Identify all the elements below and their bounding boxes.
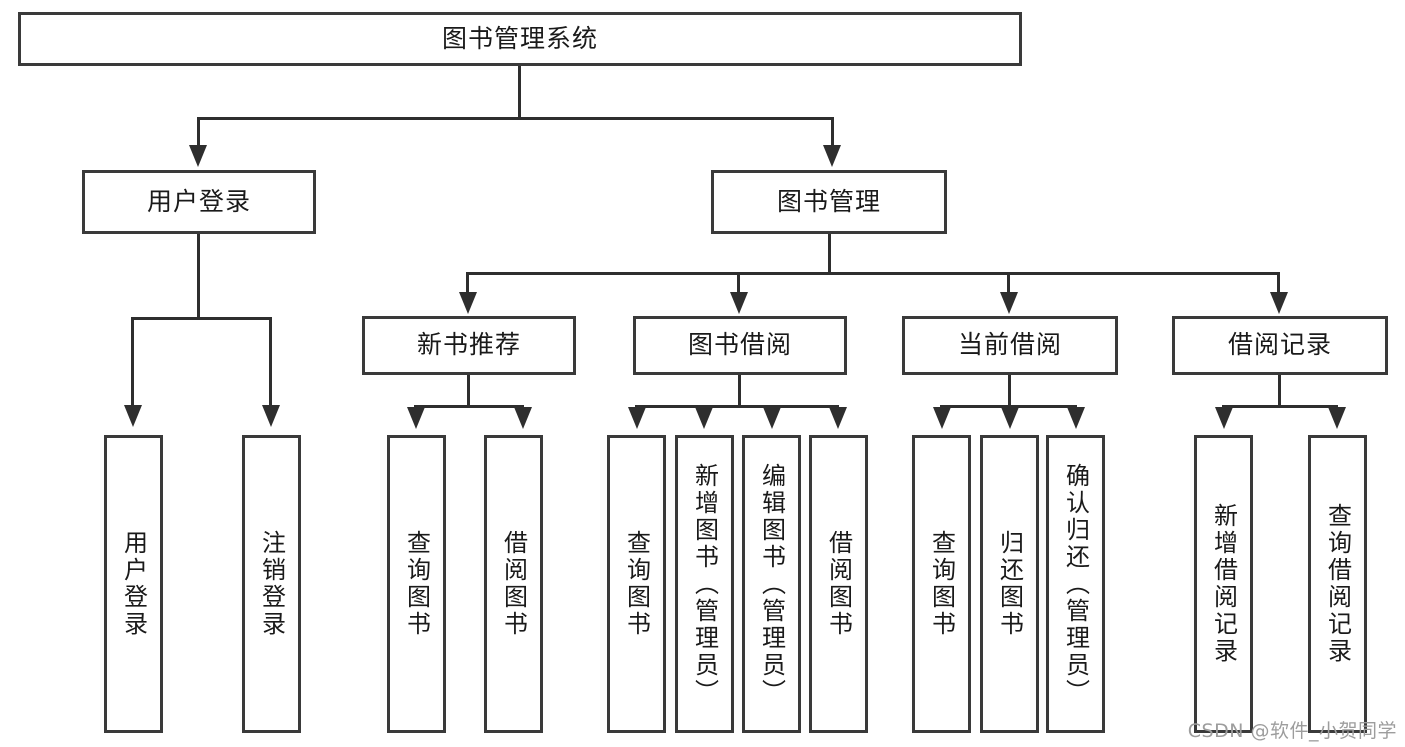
edge-user-login-stem [197, 234, 200, 318]
arrow-book-mgmt-to-new-book [459, 292, 477, 314]
edge-book-mgmt-drop-3 [1007, 272, 1010, 294]
arrow-book-borrow-leaf-2 [695, 407, 713, 429]
leaf-new-book-query[interactable]: 查询图书 [387, 435, 446, 733]
node-label: 新增借阅记录 [1209, 503, 1238, 665]
arrow-root-to-user-login [189, 145, 207, 167]
node-label: 借阅图书 [499, 530, 528, 638]
leaf-current-borrow-query[interactable]: 查询图书 [912, 435, 971, 733]
node-user-login[interactable]: 用户登录 [82, 170, 316, 234]
arrow-book-borrow-leaf-4 [829, 407, 847, 429]
arrow-current-borrow-leaf-3 [1067, 407, 1085, 429]
arrow-user-login-leaf-1 [124, 405, 142, 427]
arrow-new-book-leaf-2 [514, 407, 532, 429]
edge-book-borrow-bus [635, 405, 838, 408]
leaf-book-borrow-add[interactable]: 新增图书（管理员） [675, 435, 734, 733]
leaf-current-borrow-return[interactable]: 归还图书 [980, 435, 1039, 733]
edge-new-book-bus [414, 405, 524, 408]
edge-root-bus [197, 117, 834, 120]
arrow-current-borrow-leaf-1 [933, 407, 951, 429]
leaf-user-login-login[interactable]: 用户登录 [104, 435, 163, 733]
leaf-new-book-borrow[interactable]: 借阅图书 [484, 435, 543, 733]
arrow-borrow-record-leaf-1 [1215, 407, 1233, 429]
edge-user-login-drop-2 [269, 317, 272, 407]
edge-current-borrow-stem [1008, 375, 1011, 407]
arrow-current-borrow-leaf-2 [1001, 407, 1019, 429]
node-label: 查询借阅记录 [1323, 503, 1352, 665]
node-root-system[interactable]: 图书管理系统 [18, 12, 1022, 66]
edge-book-mgmt-bus [466, 272, 1280, 275]
arrow-book-borrow-leaf-3 [763, 407, 781, 429]
edge-book-borrow-stem [738, 375, 741, 407]
arrow-new-book-leaf-1 [407, 407, 425, 429]
leaf-book-borrow-edit[interactable]: 编辑图书（管理员） [742, 435, 801, 733]
arrow-book-mgmt-to-current-borrow [1000, 292, 1018, 314]
edge-book-mgmt-drop-4 [1277, 272, 1280, 294]
node-label: 图书借阅 [687, 330, 792, 360]
arrow-book-borrow-leaf-1 [628, 407, 646, 429]
node-label: 图书管理系统 [441, 23, 598, 53]
leaf-current-borrow-confirm-return[interactable]: 确认归还（管理员） [1046, 435, 1105, 733]
node-label: 用户登录 [146, 186, 251, 216]
node-label: 编辑图书（管理员） [757, 462, 786, 706]
edge-borrow-record-stem [1278, 375, 1281, 407]
arrow-borrow-record-leaf-2 [1328, 407, 1346, 429]
node-label: 当前借阅 [957, 330, 1062, 360]
leaf-book-borrow-borrow[interactable]: 借阅图书 [809, 435, 868, 733]
edge-root-to-user-login [197, 117, 200, 147]
leaf-borrow-record-query[interactable]: 查询借阅记录 [1308, 435, 1367, 733]
node-label: 借阅记录 [1227, 330, 1332, 360]
arrow-book-mgmt-to-book-borrow [730, 292, 748, 314]
node-current-borrow[interactable]: 当前借阅 [902, 316, 1118, 375]
node-book-management[interactable]: 图书管理 [711, 170, 947, 234]
csdn-watermark: CSDN @软件_小贺同学 [1187, 720, 1397, 742]
arrow-root-to-book-mgmt [823, 145, 841, 167]
edge-book-mgmt-stem [828, 234, 831, 274]
edge-book-mgmt-drop-1 [466, 272, 469, 294]
node-borrow-record[interactable]: 借阅记录 [1172, 316, 1388, 375]
node-label: 查询图书 [927, 530, 956, 638]
edge-user-login-drop-1 [131, 317, 134, 407]
node-book-borrow[interactable]: 图书借阅 [633, 316, 847, 375]
edge-root-stem [518, 66, 521, 118]
edge-borrow-record-bus [1222, 405, 1338, 408]
leaf-user-login-logout[interactable]: 注销登录 [242, 435, 301, 733]
node-new-book-recommend[interactable]: 新书推荐 [362, 316, 576, 375]
node-label: 确认归还（管理员） [1061, 462, 1090, 706]
arrow-user-login-leaf-2 [262, 405, 280, 427]
node-label: 注销登录 [257, 530, 286, 638]
node-label: 归还图书 [995, 530, 1024, 638]
node-label: 用户登录 [119, 530, 148, 638]
edge-root-to-book-mgmt [831, 117, 834, 147]
edge-book-mgmt-drop-2 [737, 272, 740, 294]
node-label: 查询图书 [402, 530, 431, 638]
leaf-book-borrow-query[interactable]: 查询图书 [607, 435, 666, 733]
node-label: 借阅图书 [824, 530, 853, 638]
edge-user-login-bus [131, 317, 271, 320]
arrow-book-mgmt-to-borrow-record [1270, 292, 1288, 314]
leaf-borrow-record-add[interactable]: 新增借阅记录 [1194, 435, 1253, 733]
node-label: 图书管理 [776, 186, 881, 216]
edge-new-book-stem [467, 375, 470, 407]
node-label: 新书推荐 [416, 330, 521, 360]
node-label: 新增图书（管理员） [690, 462, 719, 706]
node-label: 查询图书 [622, 530, 651, 638]
